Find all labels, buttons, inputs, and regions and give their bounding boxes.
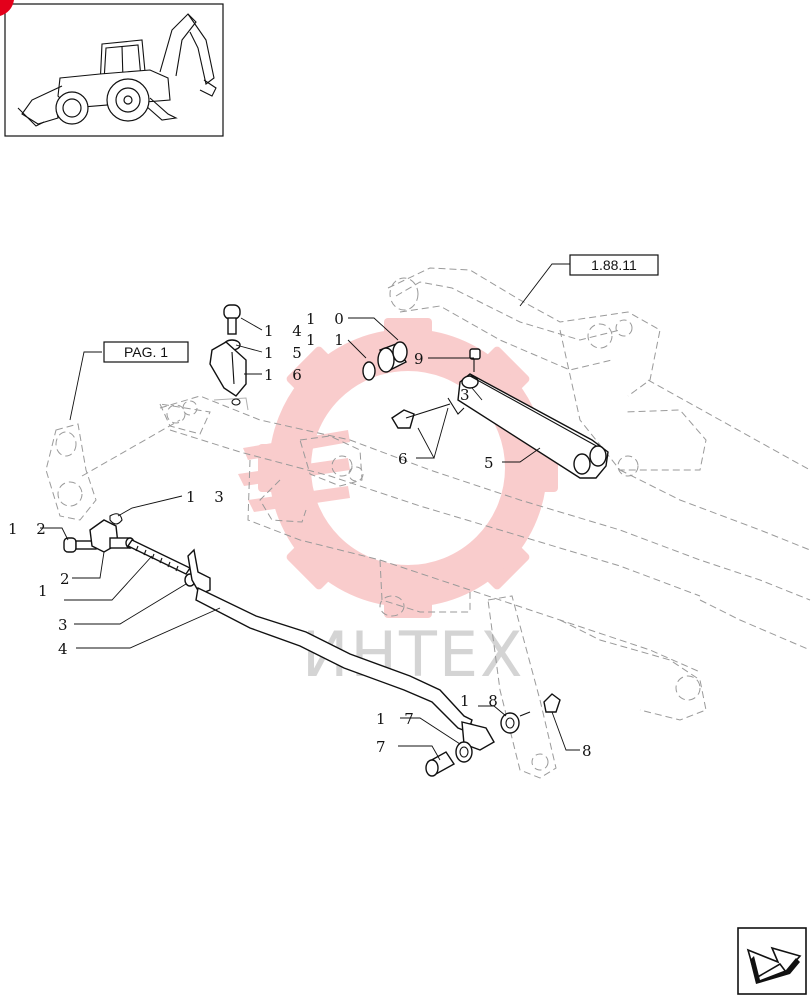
callout-13: 1 3	[186, 488, 231, 506]
part-18-washer	[500, 712, 520, 734]
part-5-link-arm	[457, 373, 609, 479]
part-6-lynch-pin	[391, 397, 465, 429]
callout-3b: 3	[460, 386, 477, 404]
part-16-bracket	[209, 341, 247, 406]
section-ref-box[interactable]: 1.88.11	[569, 254, 659, 276]
page-ref-box[interactable]: PAG. 1	[103, 341, 189, 363]
ghost-structure	[45, 267, 811, 779]
callout-4: 4	[58, 640, 75, 658]
part-17-washer	[455, 741, 473, 763]
callout-3: 3	[58, 616, 75, 634]
callout-18: 1 8	[460, 692, 505, 710]
callout-9: 9	[414, 350, 431, 368]
part-14-bolt	[223, 304, 241, 335]
callout-10: 1 0	[306, 310, 351, 328]
part-9-fitting	[469, 348, 481, 372]
section-ref-label: 1.88.11	[591, 257, 637, 273]
callout-5: 5	[484, 454, 501, 472]
callout-6: 6	[398, 450, 415, 468]
watermark-gear	[238, 318, 558, 618]
callouts: 1 4 1 5 1 6 1 0 1 1 9 3 6 5 1 3 1 2 2 1 …	[8, 310, 599, 760]
callout-1: 1	[38, 582, 55, 600]
part-13-clip	[109, 513, 123, 525]
callout-17: 1 7	[376, 710, 421, 728]
part-11-washer	[362, 361, 376, 381]
callout-14: 1 4	[264, 322, 309, 340]
part-1-rod	[126, 539, 192, 575]
next-page-arrow-icon[interactable]	[737, 927, 807, 995]
callout-2: 2	[60, 570, 77, 588]
part-2-pivot-block	[89, 519, 135, 553]
callout-7: 7	[376, 738, 393, 756]
callout-15: 1 5	[264, 344, 309, 362]
part-7-pin	[425, 751, 456, 777]
callout-11: 1 1	[306, 331, 351, 349]
callout-16: 1 6	[264, 366, 309, 384]
leader-lines	[40, 263, 580, 761]
part-8-clip	[543, 693, 561, 713]
callout-8: 8	[582, 742, 599, 760]
part-10-bushing	[377, 341, 408, 373]
page-ref-label: PAG. 1	[124, 344, 168, 360]
part-4-control-rod	[187, 548, 495, 751]
callout-12: 1 2	[8, 520, 53, 538]
red-corner-badge	[0, 0, 14, 16]
machine-thumbnail	[4, 3, 224, 137]
